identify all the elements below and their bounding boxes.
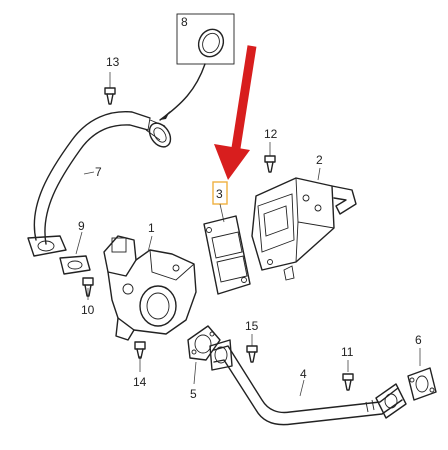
leader-7 (83, 171, 95, 175)
part-14-bolt (134, 341, 146, 372)
callout-15: 15 (245, 319, 259, 333)
part-1-egr-valve (103, 235, 197, 341)
part-2-egr-cooler (251, 167, 357, 281)
highlight-arrow (214, 45, 257, 180)
o-ring-outer (197, 28, 225, 58)
callout-1: 1 (148, 221, 155, 235)
part-13-bolt (104, 72, 116, 105)
inset-leader-arrowhead (160, 111, 170, 120)
inset-leader (159, 63, 206, 121)
callout-6: 6 (415, 333, 422, 347)
part-7-pipe (27, 111, 172, 257)
part-3-gasket (203, 203, 251, 295)
callout-10: 10 (81, 303, 95, 317)
callout-11: 11 (341, 345, 354, 359)
part-15-bolt (246, 334, 258, 363)
callout-3: 3 (216, 187, 223, 201)
part-10-bolt (82, 277, 94, 300)
part-11-bolt (342, 360, 354, 391)
callout-2: 2 (316, 153, 323, 167)
o-ring-inner (202, 32, 220, 54)
callout-9: 9 (78, 219, 85, 233)
part-5-gasket (187, 325, 221, 385)
part-12-bolt (264, 142, 276, 173)
part-9-gasket (59, 231, 91, 275)
callout-8: 8 (181, 15, 188, 29)
callout-12: 12 (264, 127, 278, 141)
callout-5: 5 (190, 387, 197, 401)
callout-7: 7 (95, 165, 102, 179)
callout-14: 14 (133, 375, 147, 389)
part-6-gasket (407, 348, 437, 401)
callout-4: 4 (300, 367, 307, 381)
callout-13: 13 (106, 55, 120, 69)
inset-part-8: 8 (159, 13, 235, 121)
part-4-pipe (209, 339, 407, 426)
